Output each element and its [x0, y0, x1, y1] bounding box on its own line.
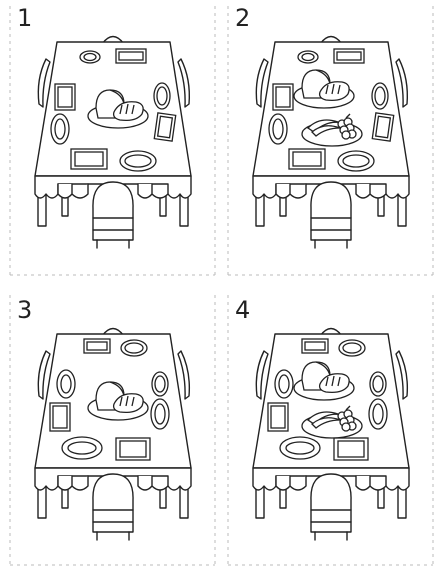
- panel-number: 2: [235, 4, 251, 32]
- panel-number: 4: [235, 296, 251, 324]
- panel-number: 3: [17, 296, 33, 324]
- panel-number: 1: [17, 4, 33, 32]
- panel-4: 4: [228, 296, 432, 566]
- table-scene: [252, 327, 410, 541]
- panel-3: 3: [10, 296, 214, 566]
- table-scene: [252, 35, 410, 249]
- panel-1: 1: [10, 4, 214, 274]
- panel-2: 2: [228, 4, 432, 274]
- table-scene: [34, 327, 192, 541]
- table-scene: [34, 35, 192, 249]
